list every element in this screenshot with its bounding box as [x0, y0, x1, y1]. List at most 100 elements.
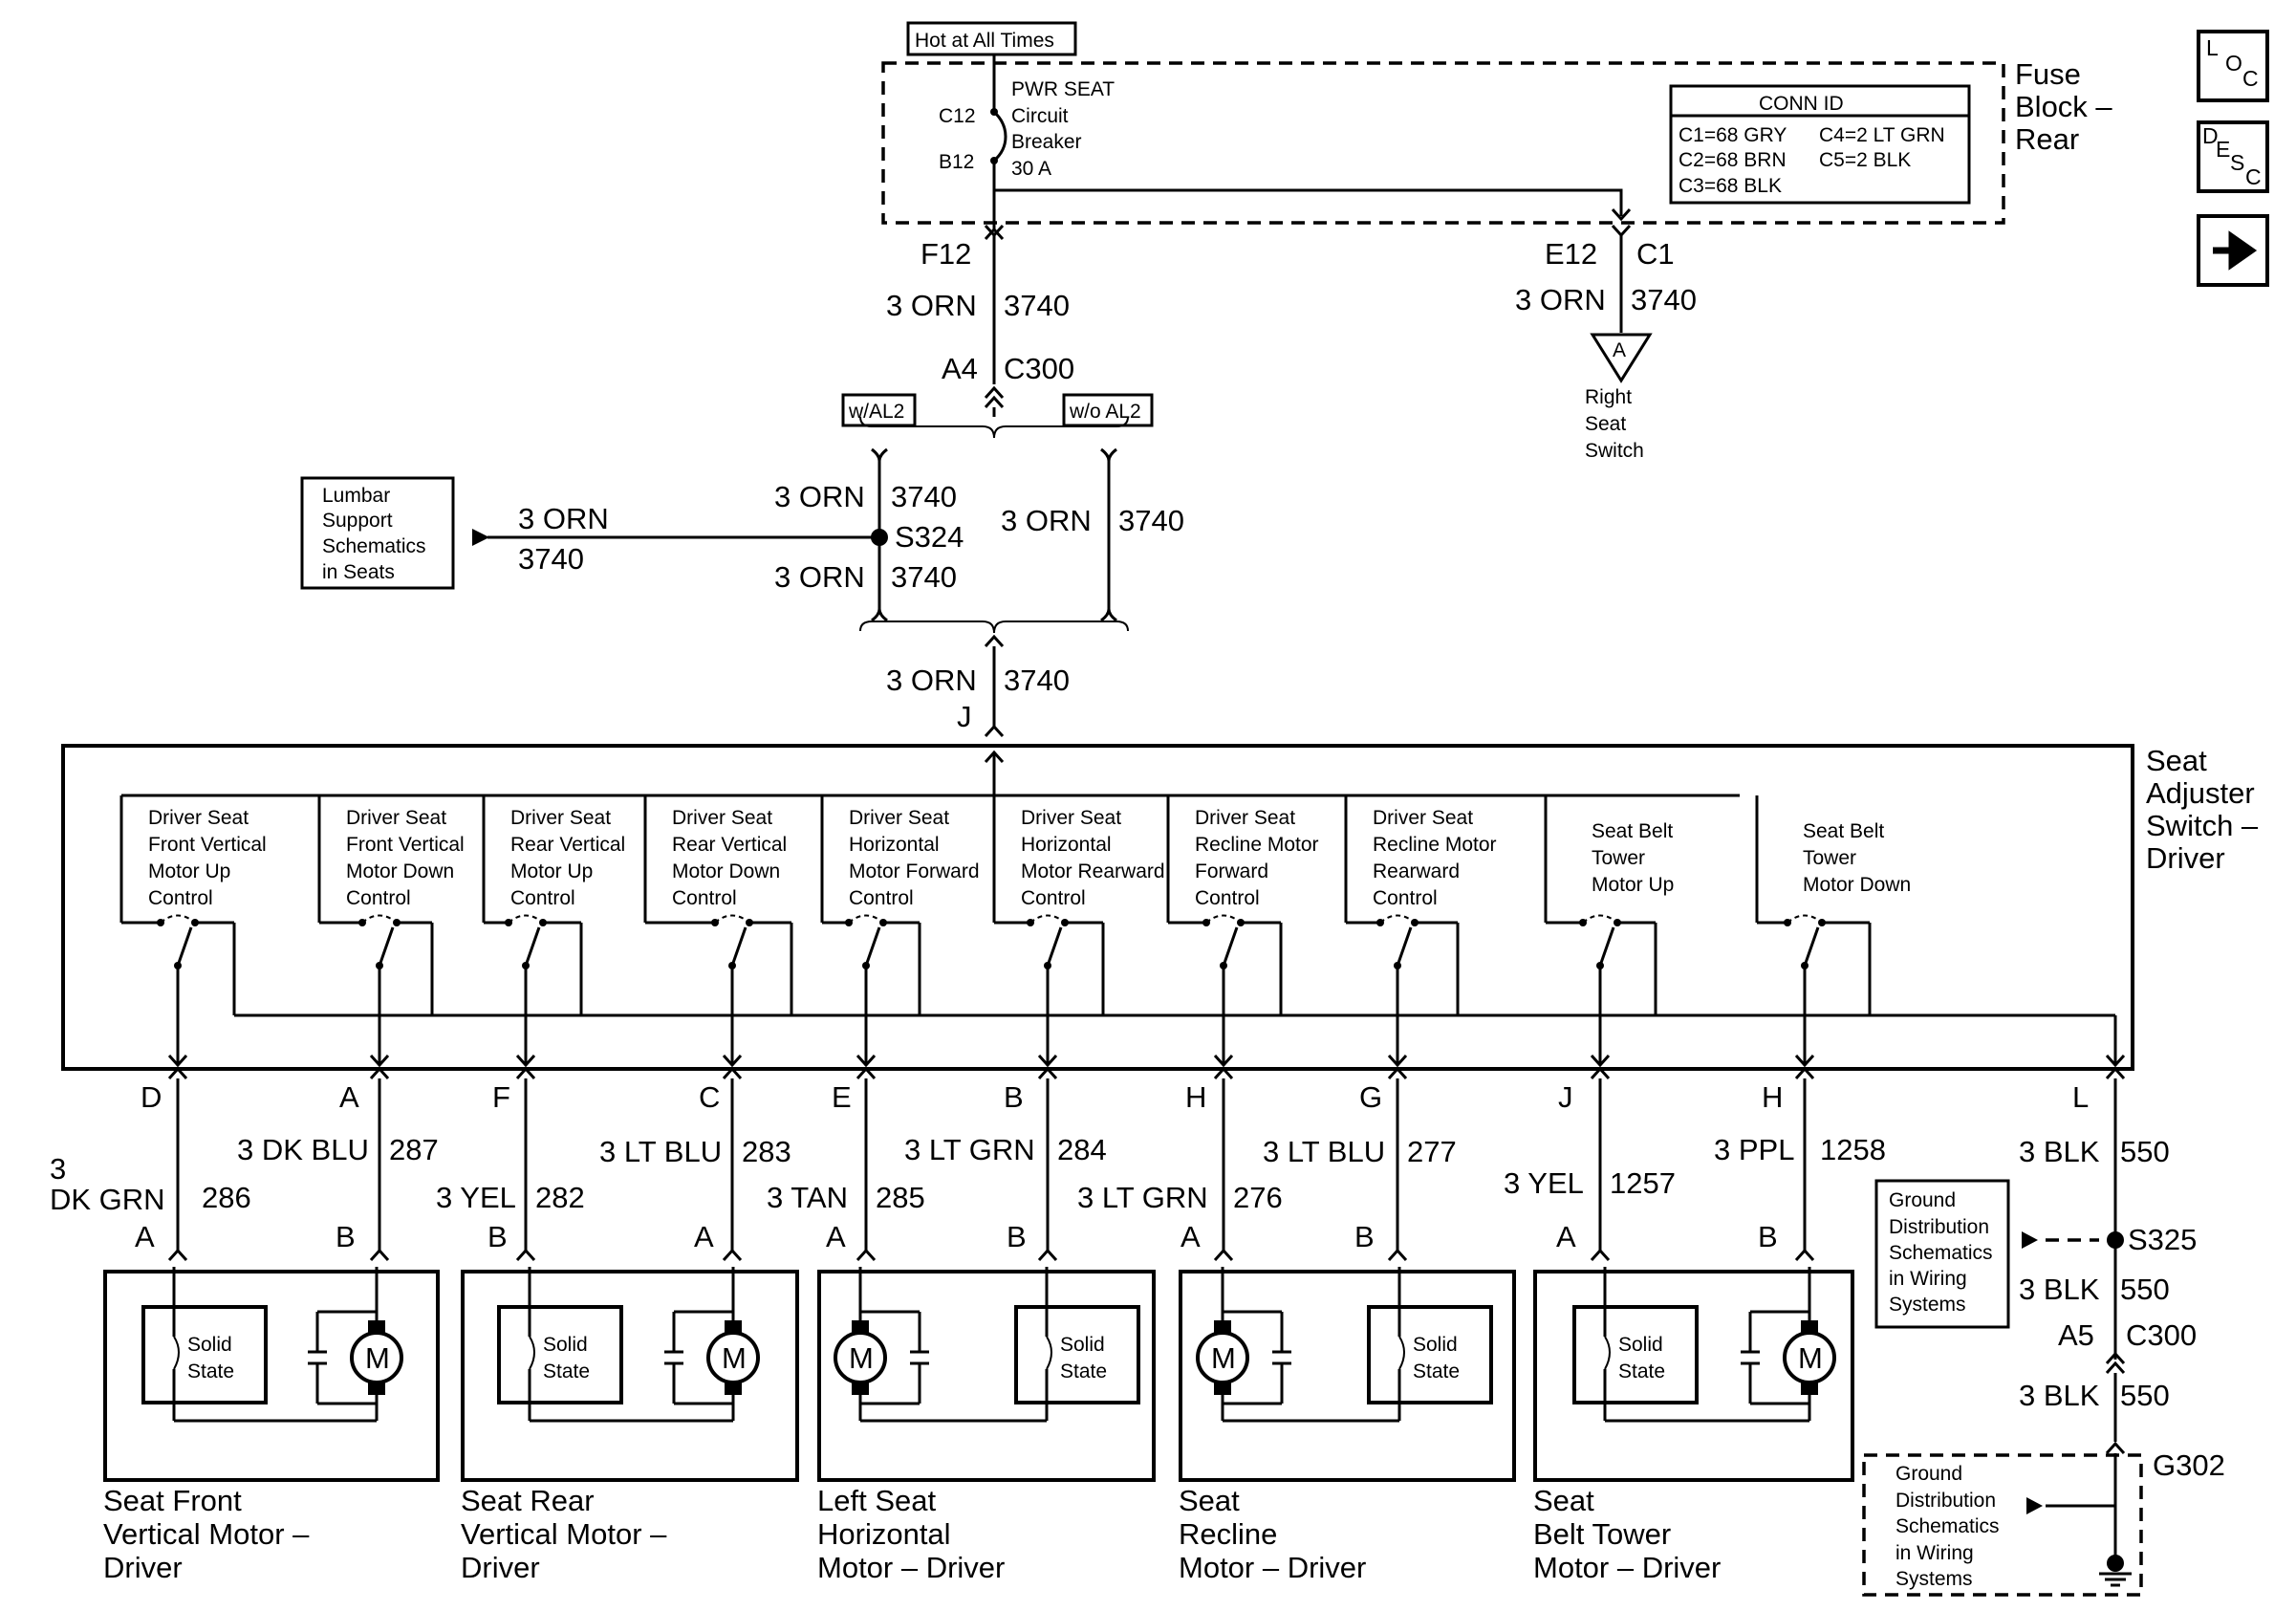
svg-text:D: D	[2202, 123, 2219, 148]
switch-link	[1029, 914, 1066, 924]
ground-circuit: L 3 BLK 550 S325 3 BLK 550 A5 C300 3 BLK…	[2019, 1015, 2225, 1587]
motor-name: Left Seat	[817, 1484, 936, 1517]
switch-feed: 3 ORN 3740 J	[886, 634, 1070, 738]
motor-pin-label: B	[487, 1220, 508, 1253]
svg-text:3 BLK: 3 BLK	[2019, 1135, 2100, 1168]
svg-text:Block –: Block –	[2015, 90, 2112, 123]
svg-text:C5=2 BLK: C5=2 BLK	[1819, 149, 1911, 171]
svg-text:Schematics: Schematics	[322, 535, 426, 557]
solid-state-label: Solid	[1413, 1334, 1458, 1356]
svg-text:Seat: Seat	[2146, 744, 2207, 777]
connector-mark	[856, 1054, 877, 1068]
next-arrow-icon[interactable]	[2197, 214, 2269, 287]
connector-mark	[722, 1066, 743, 1080]
solid-state-box	[497, 1305, 623, 1404]
loc-icon[interactable]: L O C	[2197, 30, 2269, 102]
solid-state-box	[1014, 1305, 1140, 1404]
solid-state-label: State	[1618, 1361, 1665, 1382]
motor-pin-label: A	[1556, 1220, 1576, 1253]
motor-brush	[1801, 1320, 1818, 1333]
connector-mark	[1794, 1248, 1815, 1262]
connector-mark	[1387, 1054, 1408, 1068]
wire-color-label: 3 YEL	[1504, 1166, 1584, 1200]
feed-left: F12 3 ORN 3740 A4 C300	[886, 224, 1074, 417]
motor-pin-label: B	[1354, 1220, 1375, 1253]
switch-label: Driver Seat	[1373, 807, 1473, 829]
svg-text:3 ORN: 3 ORN	[1515, 283, 1606, 316]
connector-mark	[1037, 1054, 1058, 1068]
switch-label: Rear Vertical	[510, 834, 625, 856]
motor-name: Vertical Motor –	[461, 1517, 667, 1551]
motor-pin-label: A	[826, 1220, 846, 1253]
svg-text:3740: 3740	[891, 480, 957, 513]
solid-state-box	[1367, 1305, 1493, 1404]
lumbar-support-box: Lumbar Support Schematics in Seats	[300, 476, 455, 590]
connector-mark	[1590, 1054, 1611, 1068]
connector-mark	[515, 1066, 536, 1080]
svg-text:3740: 3740	[518, 542, 584, 576]
desc-icon[interactable]: D E S C	[2197, 120, 2269, 193]
circuit-number-label: 285	[876, 1181, 925, 1214]
svg-text:C2=68 BRN: C2=68 BRN	[1679, 149, 1787, 171]
switch-pin-label: C	[699, 1080, 720, 1114]
motor-box	[1179, 1270, 1516, 1482]
conn-id-table: CONN ID C1=68 GRY C2=68 BRN C3=68 BLK C4…	[1669, 84, 1971, 205]
switch-pin-label: J	[1558, 1080, 1573, 1114]
motor-box	[817, 1270, 1156, 1482]
solid-state-label: State	[543, 1361, 590, 1382]
svg-text:Switch: Switch	[1585, 440, 1644, 462]
switch-blade	[1803, 926, 1820, 967]
switch-blade	[730, 926, 747, 967]
feed-right: A E12 C1 3 ORN 3740 Right Seat Switch	[1515, 224, 1697, 462]
solid-state-switch	[1604, 1336, 1611, 1370]
switch-label: Seat Belt	[1592, 820, 1673, 842]
svg-text:3 ORN: 3 ORN	[886, 289, 977, 322]
switch-label: Tower	[1592, 847, 1645, 869]
motor-box	[103, 1270, 440, 1482]
motor-name: Recline	[1179, 1517, 1277, 1551]
svg-text:550: 550	[2120, 1135, 2170, 1168]
wire-color-label: 3 PPL	[1714, 1133, 1794, 1166]
switch-label: Control	[148, 887, 213, 909]
motor-name: Seat Rear	[461, 1484, 595, 1517]
switch-link	[160, 914, 196, 924]
solid-state-label: State	[187, 1361, 234, 1382]
svg-text:Hot at All Times: Hot at All Times	[915, 30, 1054, 52]
switch-label: Control	[1373, 887, 1438, 909]
switch-blade	[864, 926, 881, 967]
svg-text:C300: C300	[1004, 352, 1074, 385]
solid-state-box	[141, 1305, 268, 1404]
connector-mark	[856, 1066, 877, 1080]
svg-text:C: C	[2245, 164, 2262, 189]
switch-label: Tower	[1803, 847, 1856, 869]
connector-mark	[1794, 1054, 1815, 1068]
switch-pin-label: D	[141, 1080, 162, 1114]
connector-mark	[515, 1248, 536, 1262]
svg-text:3 ORN: 3 ORN	[774, 480, 865, 513]
switch-pin-label: E	[832, 1080, 852, 1114]
wire-color-label: 3 LT BLU	[1263, 1135, 1385, 1168]
connector-mark	[722, 1054, 743, 1068]
switch-blade	[1598, 926, 1615, 967]
switch-label: Motor Forward	[849, 860, 980, 882]
svg-text:Schematics: Schematics	[1889, 1242, 1993, 1264]
connector-mark	[1037, 1066, 1058, 1080]
svg-text:O: O	[2225, 51, 2242, 76]
switch-label: Driver Seat	[849, 807, 949, 829]
svg-text:C: C	[2242, 66, 2259, 91]
svg-text:in Wiring: in Wiring	[1895, 1542, 1974, 1564]
solid-state-switch	[1398, 1336, 1405, 1370]
motor-pin-label: B	[1007, 1220, 1027, 1253]
switch-pin-label: B	[1004, 1080, 1024, 1114]
solid-state-switch	[529, 1336, 535, 1370]
motor-symbol: M	[722, 1341, 747, 1375]
switch-label: Control	[1021, 887, 1086, 909]
motor-brush	[852, 1320, 869, 1333]
